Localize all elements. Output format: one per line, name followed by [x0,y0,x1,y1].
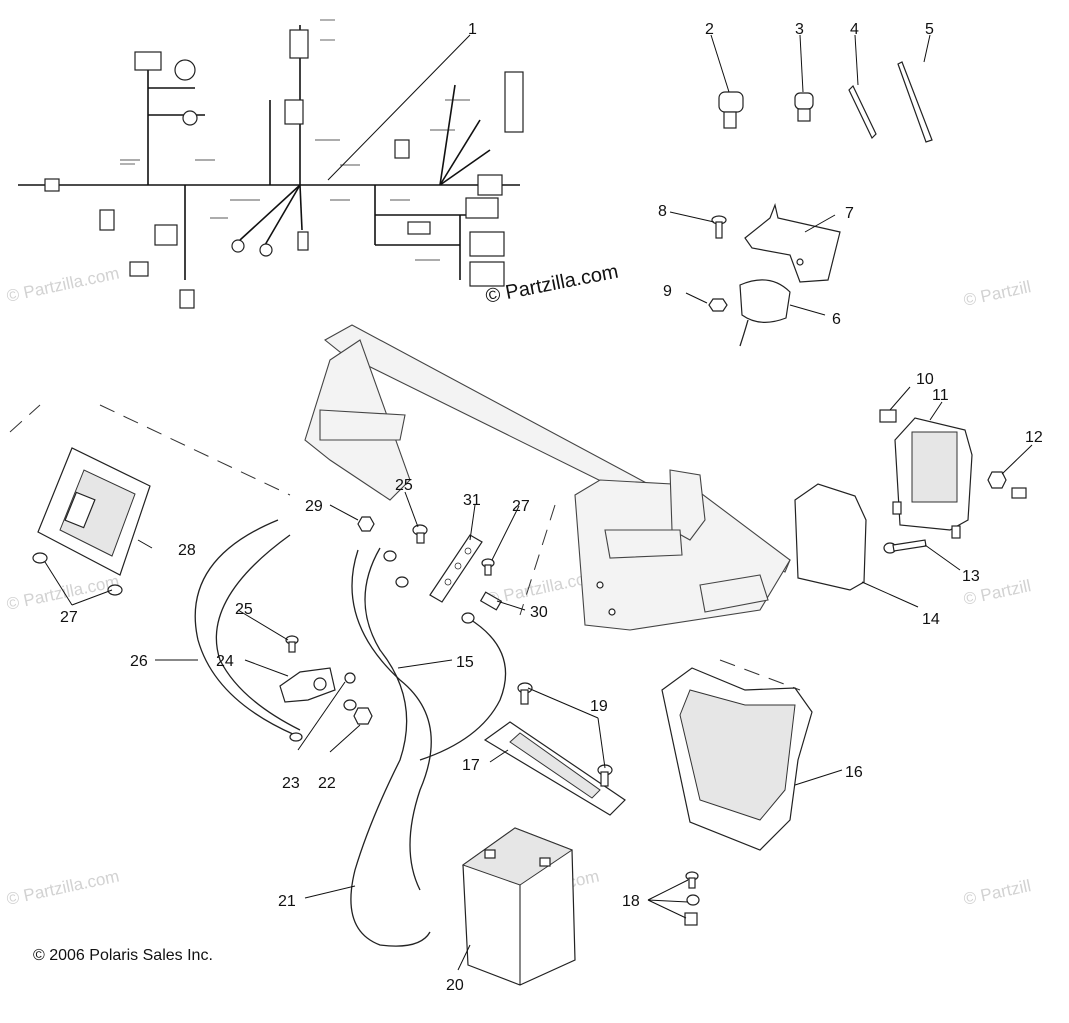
callout-4: 4 [850,21,859,38]
watermark: © Partzill [962,876,1033,909]
callout-11: 11 [932,387,949,404]
callout-29: 29 [305,498,323,515]
callout-12: 12 [1025,429,1043,446]
part-4-cable-tie [848,84,877,140]
part-16-battery-box [661,667,813,851]
callout-8: 8 [658,203,667,220]
part-6-buzzer [739,279,791,347]
callout-18: 18 [622,893,640,910]
callout-13: 13 [962,568,980,585]
callout-3: 3 [795,21,804,38]
part-5-cable-tie [897,61,933,143]
callout-22: 22 [318,775,336,792]
part-25-bolt [285,635,299,653]
callout-30: 30 [530,604,548,621]
part-27-screws [32,552,123,596]
callout-20: 20 [446,977,464,994]
part-9-nut [708,298,728,312]
callout-15: 15 [456,654,474,671]
part-18-terminals [684,871,700,926]
callout-5: 5 [925,21,934,38]
callout-17: 17 [462,757,480,774]
callout-labels: 1 2 3 4 5 6 7 8 9 10 11 12 13 14 15 16 1… [60,21,1043,994]
part-19-bolts [517,682,613,787]
part-13-bolt [883,539,927,554]
callout-2: 2 [705,21,714,38]
callout-26: 26 [130,653,148,670]
callout-16: 16 [845,764,863,781]
part-8-screw [711,215,727,239]
callout-25-upper: 25 [395,477,413,494]
callout-27-left: 27 [60,609,78,626]
part-28-cover [37,447,151,576]
part-30-fuse [479,591,503,611]
callout-24: 24 [216,653,234,670]
callout-6: 6 [832,311,841,328]
battery-cables [194,519,507,947]
part-17-hold-down [483,721,626,816]
part-29-nut [357,516,375,532]
leader-lines [44,34,1033,971]
copyright-notice: © 2006 Polaris Sales Inc. [33,947,213,964]
cable-terminal-lug [289,732,303,742]
callout-1: 1 [468,21,477,38]
callout-21: 21 [278,893,296,910]
dashed-guides [9,404,801,691]
part-27-screw-mid [481,558,495,576]
callout-23: 23 [282,775,300,792]
callout-10: 10 [916,371,934,388]
callout-27-mid: 27 [512,498,530,515]
part-14-cover [794,483,867,591]
part-20-battery [461,827,576,986]
terminal-lugs-top [383,550,475,624]
callout-19: 19 [590,698,608,715]
part-10-label [879,409,897,423]
callout-7: 7 [845,205,854,222]
callout-25-lower: 25 [235,601,253,618]
callout-31: 31 [463,492,481,509]
part-24-relay [279,667,336,703]
watermark: © Partzill [962,277,1033,310]
wiring-harness-schematic [18,19,524,309]
part-2-clip [718,91,744,129]
callout-14: 14 [922,611,940,628]
frame-assembly [304,324,791,631]
part-31-terminal-block [429,534,483,603]
part-25-bolt-upper [412,524,428,544]
callout-28: 28 [178,542,196,559]
watermark: © Partzilla.com [5,264,121,306]
part-12-nut [987,471,1027,499]
part-3-clip [794,92,814,122]
part-23-terminal [343,672,357,711]
part-22-nut [353,707,373,725]
callout-9: 9 [663,283,672,300]
part-7-bracket [744,202,841,283]
watermark: © Partzilla.com [5,867,121,909]
watermarks: © Partzilla.com © Partzill © Partzilla.c… [5,264,1033,909]
part-11-ecu [892,417,973,539]
